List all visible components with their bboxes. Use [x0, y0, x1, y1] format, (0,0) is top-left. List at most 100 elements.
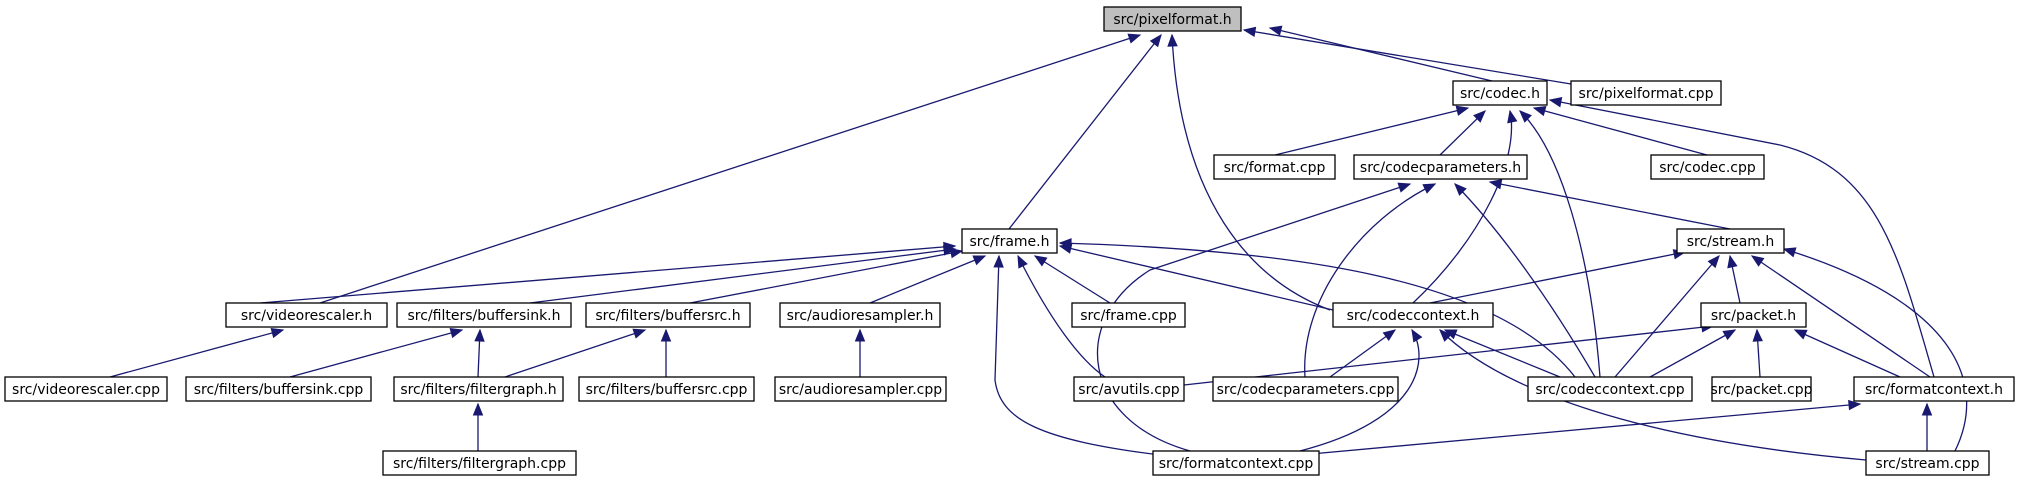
node-stream-h[interactable]: src/stream.h — [1676, 228, 1785, 254]
node-label: src/audioresampler.cpp — [779, 382, 942, 398]
edge-formatcontext-cpp-includes-codecparameters-h — [1096, 182, 1412, 452]
edge-buffersrc-cpp-includes-buffersrc-h — [660, 328, 672, 377]
node-label: src/filters/buffersink.cpp — [194, 382, 364, 398]
node-label: src/filters/buffersrc.h — [595, 308, 740, 324]
node-box — [1103, 6, 1242, 32]
node-codeccontext-h[interactable]: src/codeccontext.h — [1332, 302, 1494, 328]
node-box — [774, 376, 947, 402]
node-stream-cpp[interactable]: src/stream.cpp — [1865, 450, 1990, 476]
edge-format-cpp-includes-codec-h — [1274, 105, 1470, 156]
edge-stream-cpp-includes-codeccontext-h — [1439, 329, 1867, 461]
node-box — [1213, 154, 1336, 180]
node-box — [1073, 376, 1185, 402]
edge-packet-h-includes-stream-h — [1727, 254, 1741, 304]
edge-frame-h-includes-pixelformat-h — [1008, 33, 1162, 230]
edge-buffersink-cpp-includes-buffersink-h — [289, 327, 464, 378]
node-codec-h[interactable]: src/codec.h — [1452, 80, 1548, 106]
node-codecparameters-h[interactable]: src/codecparameters.h — [1353, 154, 1528, 180]
node-label: src/frame.cpp — [1080, 308, 1177, 324]
node-audioresampler-h[interactable]: src/audioresampler.h — [779, 302, 941, 328]
edge-stream-cpp-includes-stream-h — [1782, 247, 1968, 452]
node-frame-cpp[interactable]: src/frame.cpp — [1071, 302, 1186, 328]
edge-codeccontext-cpp-includes-stream-h — [1614, 254, 1720, 378]
node-box — [382, 450, 577, 476]
edge-codecparameters-h-includes-codec-h — [1439, 110, 1486, 156]
node-label: src/formatcontext.cpp — [1159, 456, 1314, 472]
node-label: src/filters/buffersink.h — [408, 308, 561, 324]
node-label: src/codeccontext.cpp — [1535, 382, 1684, 398]
node-videorescaler-cpp[interactable]: src/videorescaler.cpp — [4, 376, 168, 402]
node-packet-h[interactable]: src/packet.h — [1700, 302, 1807, 328]
edge-codeccontext-cpp-includes-packet-h — [1649, 329, 1737, 378]
node-label: src/filters/filtergraph.h — [400, 382, 556, 398]
node-label: src/pixelformat.h — [1113, 12, 1231, 28]
edge-buffersink-cpp-includes-videorescaler-h — [109, 327, 285, 378]
edge-pixelformat-cpp-includes-pixelformat-h — [1242, 26, 1572, 85]
node-videorescaler-h[interactable]: src/videorescaler.h — [225, 302, 388, 328]
node-box — [1332, 302, 1494, 328]
node-box — [225, 302, 388, 328]
node-label: src/stream.h — [1687, 234, 1775, 250]
edge-codeccontext-h-includes-pixelformat-h — [1167, 33, 1331, 311]
node-pixelformat-h[interactable]: src/pixelformat.h — [1103, 6, 1242, 32]
node-label: src/stream.cpp — [1875, 456, 1979, 472]
edge-frame-cpp-includes-frame-h — [1033, 255, 1111, 304]
node-buffersink-h[interactable]: src/filters/buffersink.h — [396, 302, 572, 328]
node-audioresampler-cpp[interactable]: src/audioresampler.cpp — [774, 376, 947, 402]
edge-codecparameters-cpp-includes-codeccontext-h — [1329, 329, 1397, 378]
node-label: src/codeccontext.h — [1347, 308, 1480, 324]
edge-stream-cpp-includes-formatcontext-h — [1921, 402, 1933, 451]
edge-audioresampler-cpp-includes-audioresampler-h — [854, 328, 866, 377]
node-box — [396, 302, 572, 328]
edge-buffersrc-h-includes-frame-h — [689, 248, 964, 304]
node-label: src/codecparameters.h — [1360, 160, 1521, 176]
node-codec-cpp[interactable]: src/codec.cpp — [1650, 154, 1765, 180]
node-buffersrc-h[interactable]: src/filters/buffersrc.h — [585, 302, 751, 328]
node-box — [1527, 376, 1693, 402]
edge-codeccontext-cpp-includes-codecparameters-h — [1454, 183, 1596, 378]
node-packet-cpp[interactable]: src/packet.cpp — [1711, 376, 1813, 402]
node-label: src/codec.cpp — [1659, 160, 1756, 176]
node-box — [578, 376, 755, 402]
node-label: src/formatcontext.h — [1865, 382, 2003, 398]
edge-formatcontext-h-includes-stream-h — [1750, 255, 1931, 378]
node-label: src/codecparameters.cpp — [1217, 382, 1395, 398]
node-label: src/frame.h — [970, 234, 1050, 250]
node-format-cpp[interactable]: src/format.cpp — [1213, 154, 1336, 180]
node-avutils-cpp[interactable]: src/avutils.cpp — [1073, 376, 1185, 402]
node-label: src/videorescaler.cpp — [12, 382, 160, 398]
edge-formatcontext-h-includes-packet-h — [1793, 329, 1901, 378]
node-box — [961, 228, 1058, 254]
node-label: src/codec.h — [1460, 86, 1540, 102]
edge-avutils-cpp-includes-frame-h — [1017, 254, 1106, 378]
node-codeccontext-cpp[interactable]: src/codeccontext.cpp — [1527, 376, 1693, 402]
node-label: src/filters/filtergraph.cpp — [393, 456, 566, 472]
edge-filtergraph-h-includes-buffersrc-h — [504, 328, 647, 378]
node-box — [1452, 80, 1548, 106]
node-formatcontext-h[interactable]: src/formatcontext.h — [1853, 376, 2015, 402]
node-filtergraph-cpp[interactable]: src/filters/filtergraph.cpp — [382, 450, 577, 476]
node-codecparameters-cpp[interactable]: src/codecparameters.cpp — [1212, 376, 1399, 402]
edge-codecparameters-cpp-includes-codecparameters-h — [1304, 183, 1437, 378]
node-label: src/audioresampler.h — [787, 308, 934, 324]
node-box — [4, 376, 168, 402]
node-buffersink-cpp[interactable]: src/filters/buffersink.cpp — [185, 376, 372, 402]
node-box — [185, 376, 372, 402]
node-frame-h[interactable]: src/frame.h — [961, 228, 1058, 254]
node-box — [779, 302, 941, 328]
edge-audioresampler-h-includes-frame-h — [869, 255, 987, 304]
node-box — [393, 376, 564, 402]
node-box — [1071, 302, 1186, 328]
node-label: src/format.cpp — [1224, 160, 1326, 176]
node-formatcontext-cpp[interactable]: src/formatcontext.cpp — [1152, 450, 1320, 476]
edge-videorescaler-h-includes-pixelformat-h — [319, 33, 1142, 304]
node-box — [1570, 80, 1722, 106]
node-pixelformat-cpp[interactable]: src/pixelformat.cpp — [1570, 80, 1722, 106]
node-box — [1353, 154, 1528, 180]
node-filtergraph-h[interactable]: src/filters/filtergraph.h — [393, 376, 564, 402]
node-box — [1711, 376, 1812, 402]
edge-packet-cpp-includes-packet-h — [1752, 328, 1763, 378]
edge-codec-cpp-includes-codec-h — [1532, 105, 1708, 156]
node-buffersrc-cpp[interactable]: src/filters/buffersrc.cpp — [578, 376, 755, 402]
node-label: src/avutils.cpp — [1078, 382, 1179, 398]
